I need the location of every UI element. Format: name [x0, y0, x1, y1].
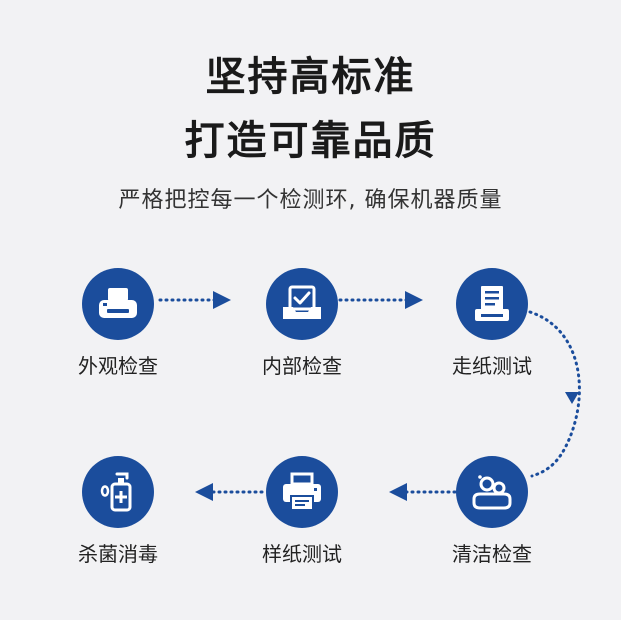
printer-top-icon	[99, 288, 137, 318]
inbox-check-icon	[283, 285, 321, 319]
step-internal-check: 内部检查	[232, 268, 372, 379]
subtitle: 严格把控每一个检测环, 确保机器质量	[118, 188, 503, 213]
title-line-1: 坚持高标准	[205, 54, 416, 100]
printer-icon	[283, 472, 321, 511]
step-icon-circle	[456, 456, 528, 528]
paper-feed-icon	[475, 286, 509, 321]
step-label: 清洁检查	[452, 542, 532, 566]
step-label: 杀菌消毒	[78, 542, 158, 566]
step-sterilization: 杀菌消毒	[48, 456, 188, 567]
step-label: 内部检查	[262, 354, 342, 378]
arrow-3-to-4	[528, 310, 581, 478]
step-appearance-check: 外观检查	[48, 268, 188, 379]
step-icon-circle	[82, 268, 154, 340]
step-icon-circle	[82, 456, 154, 528]
step-label: 样纸测试	[262, 542, 342, 566]
step-paper-feed-test: 走纸测试	[422, 268, 562, 379]
step-label: 走纸测试	[452, 354, 532, 378]
step-sample-print-test: 样纸测试	[232, 456, 372, 567]
step-icon-circle	[266, 268, 338, 340]
cleaning-hands-icon	[472, 475, 512, 510]
title-line-2: 打造可靠品质	[184, 118, 437, 164]
step-icon-circle	[266, 456, 338, 528]
step-icon-circle	[456, 268, 528, 340]
arrow-3-to-4-head	[565, 392, 579, 404]
step-cleaning-check: 清洁检查	[422, 456, 562, 567]
step-label: 外观检查	[78, 354, 158, 378]
sanitizer-bottle-icon	[100, 472, 132, 512]
